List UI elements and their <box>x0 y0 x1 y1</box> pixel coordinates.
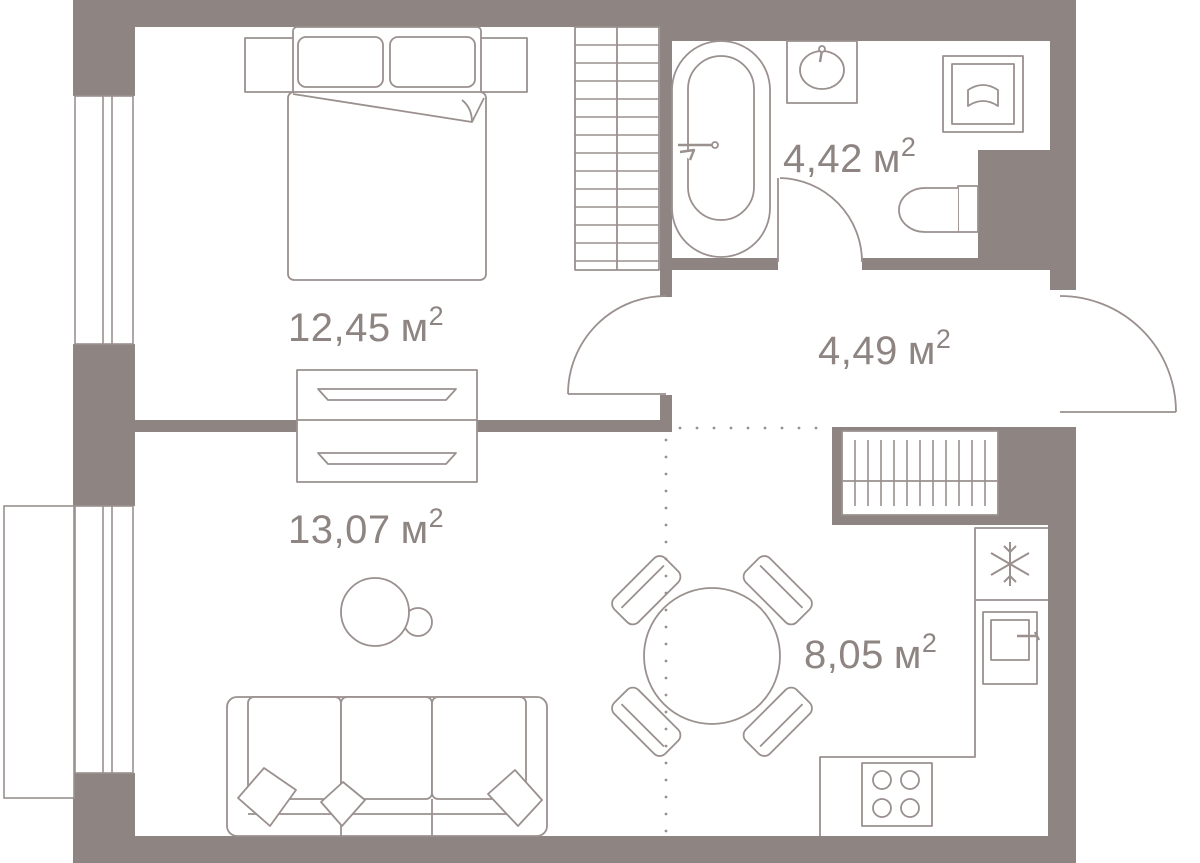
wall-partition-bath-left <box>660 27 672 297</box>
doors <box>567 177 1177 413</box>
wall-bottom <box>73 836 1076 863</box>
washing-machine-icon <box>942 55 1024 133</box>
washbasin-icon <box>786 40 858 104</box>
area-value-living-room: 13,07 <box>288 508 391 552</box>
fridge-snowflake-icon <box>990 542 1030 586</box>
door-bedroom <box>567 295 667 395</box>
wardrobe-shelves <box>575 44 659 262</box>
windows <box>3 95 134 799</box>
walls <box>73 0 1076 863</box>
sofa-icon <box>226 696 548 837</box>
wall-bath-top-inner <box>660 27 1052 41</box>
toilet-icon <box>898 185 979 233</box>
area-value-bedroom: 12,45 <box>288 306 391 350</box>
area-value-kitchen: 8,05 <box>804 633 884 677</box>
door-bathroom <box>779 177 863 263</box>
zone-divider <box>664 426 818 833</box>
balcony-door <box>3 505 75 799</box>
bathtub-icon <box>671 40 771 258</box>
area-value-bathroom: 4,42 <box>783 137 863 181</box>
dresser-icon <box>296 369 478 483</box>
wall-corridor-stub-left <box>660 395 672 432</box>
wardrobe-icon <box>574 26 660 271</box>
wall-left-top <box>73 0 135 96</box>
bed-icon <box>244 26 528 281</box>
wall-left-bottom <box>73 773 135 863</box>
area-value-hallway: 4,49 <box>818 329 898 373</box>
kitchen-counter <box>819 527 1048 836</box>
coffee-table-icon <box>340 577 433 647</box>
shoe-rack-slats <box>854 440 986 506</box>
wall-bath-corner <box>978 150 1076 268</box>
wall-right-bottom <box>1048 427 1076 863</box>
window-living <box>74 505 134 774</box>
wall-left-middle <box>73 344 135 506</box>
stove-icon <box>861 762 933 827</box>
door-entrance <box>1059 295 1177 413</box>
window-bedroom <box>74 95 134 345</box>
wall-top <box>73 0 1076 27</box>
wall-bath-bottom-left <box>660 258 778 270</box>
wall-bath-bottom-right <box>862 258 1052 270</box>
kitchen-sink-icon <box>982 611 1041 685</box>
dining-table-icon <box>611 555 813 757</box>
